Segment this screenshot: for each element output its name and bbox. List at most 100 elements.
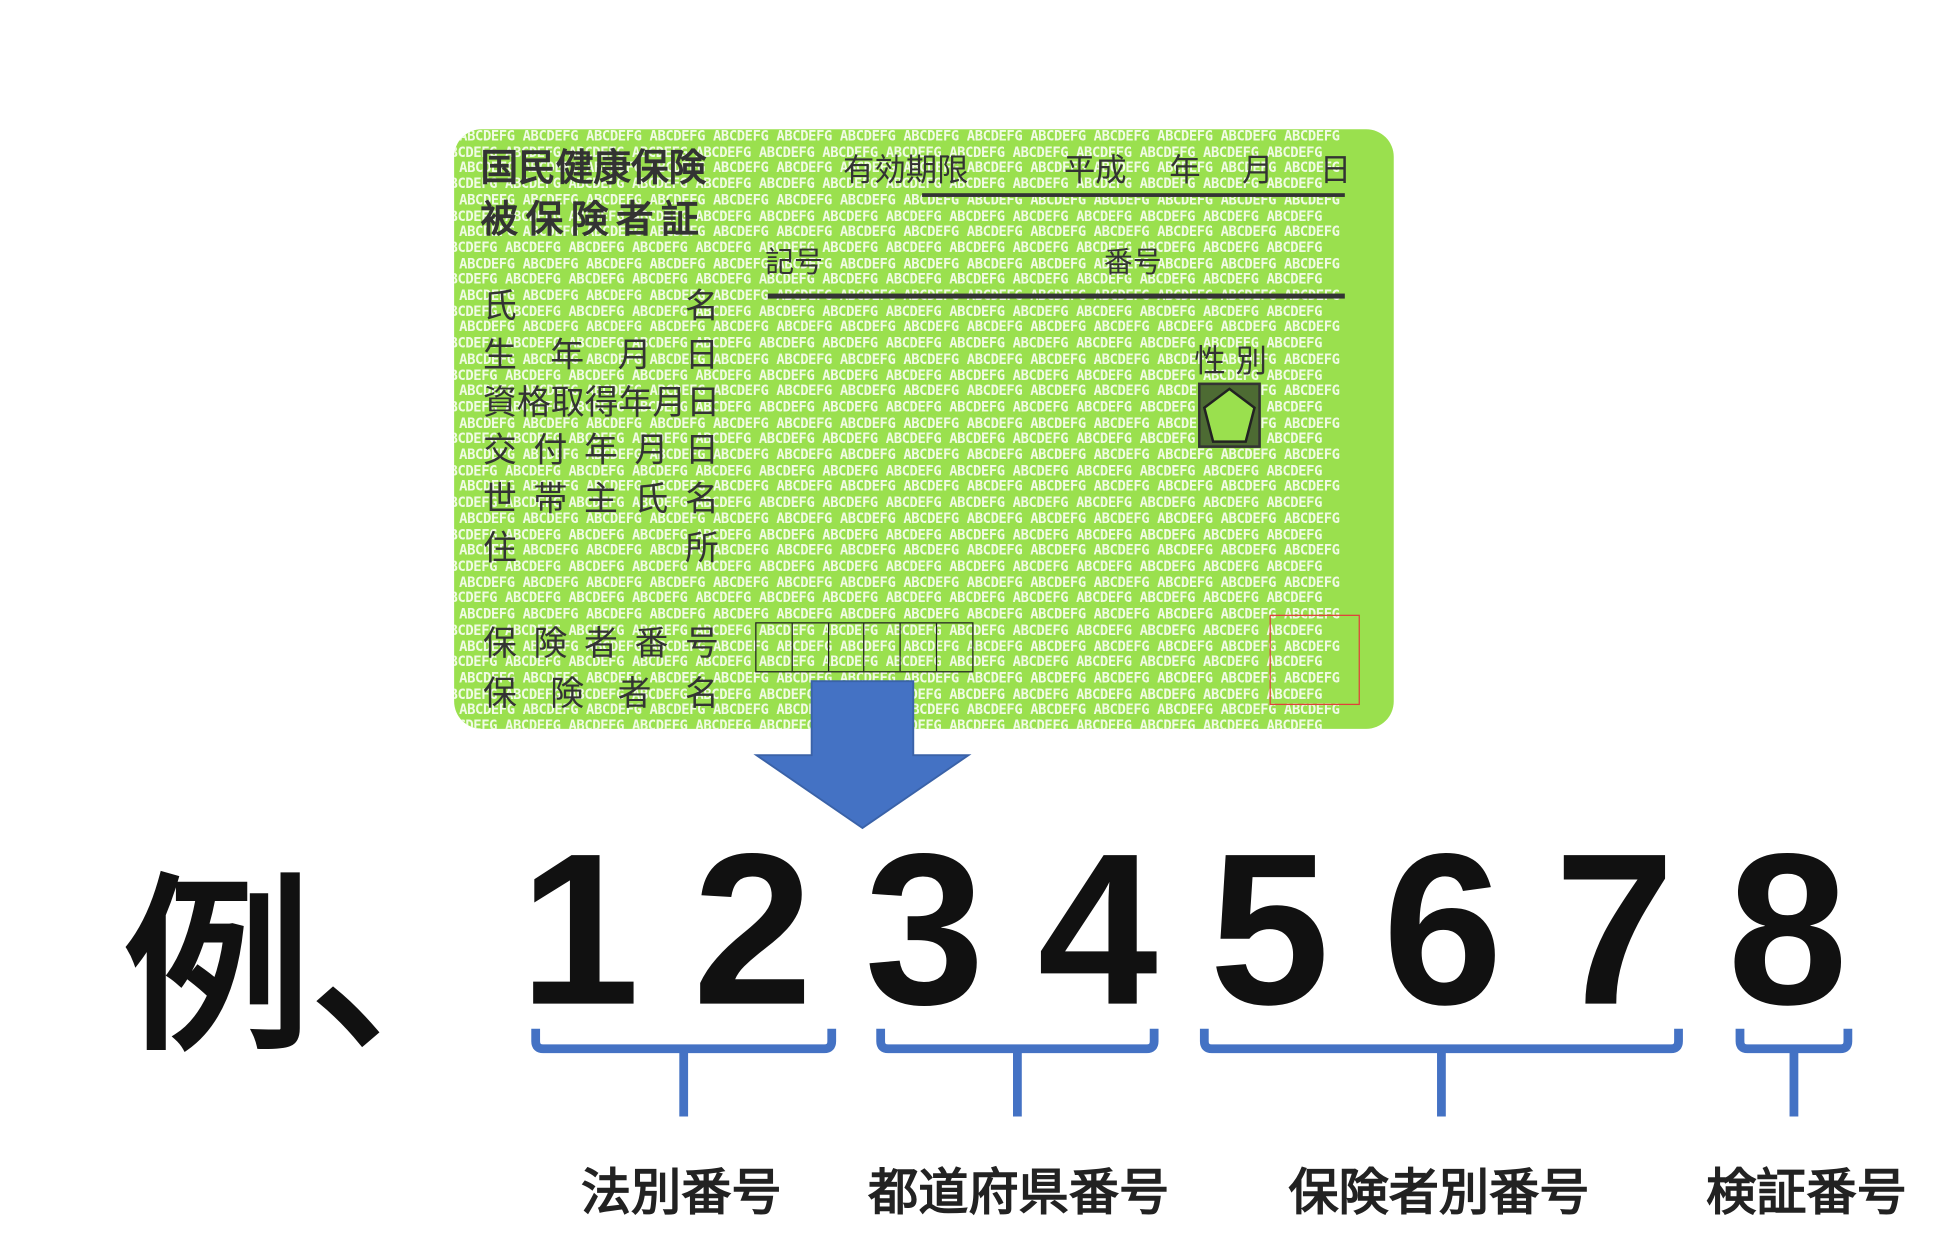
field-char: 付 (533, 431, 568, 471)
group-label: 保険者別番号 (1288, 1164, 1590, 1222)
pattern-row: ABCDEFG ABCDEFG ABCDEFG ABCDEFG ABCDEFG … (459, 542, 1340, 559)
month-label: 月 (1241, 151, 1274, 189)
card-field-label: 生年月日 (483, 339, 719, 373)
pattern-row: ABCDEFG ABCDEFG ABCDEFG ABCDEFG ABCDEFG … (459, 606, 1340, 623)
pattern-row: ABCDEFG ABCDEFG ABCDEFG ABCDEFG ABCDEFG … (454, 207, 1323, 224)
field-char: 年 (583, 431, 618, 471)
card-title-line2: 被保険者証 (480, 198, 707, 243)
number-label: 番号 (1103, 247, 1162, 280)
group-label: 検証番号 (1706, 1164, 1907, 1222)
pattern-row: ABCDEFG ABCDEFG ABCDEFG ABCDEFG ABCDEFG … (459, 574, 1340, 591)
pattern-row: ABCDEFG ABCDEFG ABCDEFG ABCDEFG ABCDEFG … (454, 175, 1323, 193)
day-label: 日 (1319, 151, 1352, 189)
pattern-row: ABCDEFG ABCDEFG ABCDEFG ABCDEFG ABCDEFG … (454, 653, 1323, 671)
pattern-row: ABCDEFG ABCDEFG ABCDEFG ABCDEFG ABCDEFG … (454, 462, 1323, 479)
card-field-label: 資格取得年月日 (482, 383, 721, 423)
group-bracket (876, 1028, 1159, 1117)
group-label: 法別番号 (580, 1164, 782, 1222)
pattern-row: ABCDEFG ABCDEFG ABCDEFG ABCDEFG ABCDEFG … (454, 590, 1323, 607)
field-char: 主 (583, 480, 618, 520)
field-char: 年 (550, 336, 585, 376)
example-digit: 6 (1382, 809, 1503, 1051)
group-brackets (531, 1028, 1853, 1117)
pattern-row: ABCDEFG ABCDEFG ABCDEFG ABCDEFG ABCDEFG … (459, 159, 1340, 177)
card-title-line1: 国民健康保険 (480, 146, 707, 191)
example-digit: 2 (692, 809, 813, 1051)
example-digit: 3 (864, 809, 985, 1051)
pattern-row: ABCDEFG ABCDEFG ABCDEFG ABCDEFG ABCDEFG … (454, 271, 1323, 288)
pattern-row: ABCDEFG ABCDEFG ABCDEFG ABCDEFG ABCDEFG … (459, 319, 1340, 336)
pattern-row: ABCDEFG ABCDEFG ABCDEFG ABCDEFG ABCDEFG … (459, 669, 1340, 687)
pattern-row: ABCDEFG ABCDEFG ABCDEFG ABCDEFG ABCDEFG … (459, 223, 1340, 240)
field-char: 所 (684, 529, 719, 569)
field-char: 名 (684, 674, 719, 714)
pattern-row: ABCDEFG ABCDEFG ABCDEFG ABCDEFG ABCDEFG … (454, 143, 1323, 161)
card-field-label: 世帯主氏名 (483, 483, 719, 517)
field-char: 名 (684, 287, 719, 327)
field-char: 帯 (533, 480, 568, 520)
expiry-label: 有効期限 (843, 151, 969, 189)
example-digit: 8 (1727, 809, 1848, 1051)
pattern-row: ABCDEFG ABCDEFG ABCDEFG ABCDEFG ABCDEFG … (454, 239, 1323, 256)
pattern-row: ABCDEFG ABCDEFG ABCDEFG ABCDEFG ABCDEFG … (454, 430, 1323, 448)
insurer-number-label: 保険者番号 (483, 627, 719, 661)
card-field-label: 住所 (483, 532, 719, 566)
field-char: 者 (617, 674, 652, 714)
seal-box (1269, 614, 1360, 706)
insurance-card: ABCDEFG ABCDEFG ABCDEFG ABCDEFG ABCDEFG … (454, 129, 1394, 729)
pattern-row: ABCDEFG ABCDEFG ABCDEFG ABCDEFG ABCDEFG … (459, 510, 1340, 527)
expiry-underline (922, 193, 1345, 197)
field-char: 生 (482, 336, 517, 376)
pattern-row: ABCDEFG ABCDEFG ABCDEFG ABCDEFG ABCDEFG … (454, 398, 1323, 416)
field-char: 日 (684, 336, 719, 376)
pattern-row: ABCDEFG ABCDEFG ABCDEFG ABCDEFG ABCDEFG … (454, 558, 1323, 575)
pentagon-icon (1202, 387, 1256, 443)
pattern-row: ABCDEFG ABCDEFG ABCDEFG ABCDEFG ABCDEFG … (459, 129, 1340, 145)
pattern-row: ABCDEFG ABCDEFG ABCDEFG ABCDEFG ABCDEFG … (454, 494, 1323, 511)
era-label: 平成 (1063, 151, 1127, 189)
group-bracket (1735, 1028, 1853, 1117)
pattern-row: ABCDEFG ABCDEFG ABCDEFG ABCDEFG ABCDEFG … (459, 255, 1340, 272)
field-char: 険 (533, 624, 568, 664)
card-field-label: 氏名 (483, 290, 719, 324)
pattern-row: ABCDEFG ABCDEFG ABCDEFG ABCDEFG ABCDEFG … (459, 446, 1340, 463)
pattern-row: ABCDEFG ABCDEFG ABCDEFG ABCDEFG ABCDEFG … (459, 414, 1340, 432)
pattern-row: ABCDEFG ABCDEFG ABCDEFG ABCDEFG ABCDEFG … (454, 526, 1323, 543)
pattern-row: ABCDEFG ABCDEFG ABCDEFG ABCDEFG ABCDEFG … (454, 621, 1323, 639)
sex-label: 性 別 (1194, 342, 1267, 379)
symbol-label: 記号 (765, 247, 823, 280)
example-digit: 5 (1209, 809, 1330, 1051)
pattern-row: ABCDEFG ABCDEFG ABCDEFG ABCDEFG ABCDEFG … (459, 478, 1340, 495)
card-field-label: 交付年月日 (483, 434, 719, 468)
pattern-row: ABCDEFG ABCDEFG ABCDEFG ABCDEFG ABCDEFG … (459, 351, 1340, 368)
field-char: 氏 (634, 480, 669, 520)
example-digit: 7 (1554, 809, 1675, 1051)
field-char: 月 (634, 431, 669, 471)
group-label: 都道府県番号 (868, 1164, 1170, 1222)
field-char: 者 (583, 624, 618, 664)
symbol-number-underline (767, 293, 1345, 299)
field-char: 世 (482, 480, 517, 520)
field-char: 保 (482, 624, 517, 664)
pattern-row: ABCDEFG ABCDEFG ABCDEFG ABCDEFG ABCDEFG … (459, 382, 1340, 400)
field-char: 資格取得年月日 (482, 383, 721, 423)
field-char: 番 (634, 624, 669, 664)
field-char: 住 (482, 529, 517, 569)
pattern-row: ABCDEFG ABCDEFG ABCDEFG ABCDEFG ABCDEFG … (454, 303, 1323, 320)
field-char: 険 (550, 674, 585, 714)
field-char: 日 (684, 431, 719, 471)
field-char: 交 (482, 431, 517, 471)
pattern-row: ABCDEFG ABCDEFG ABCDEFG ABCDEFG ABCDEFG … (454, 367, 1323, 384)
insurer-name-label: 保険者名 (483, 677, 719, 711)
sex-pentagon-box (1198, 382, 1261, 448)
pattern-row: ABCDEFG ABCDEFG ABCDEFG ABCDEFG ABCDEFG … (454, 335, 1323, 352)
example-digit: 4 (1037, 809, 1158, 1051)
group-bracket (1199, 1028, 1683, 1117)
field-char: 月 (617, 336, 652, 376)
field-char: 保 (482, 674, 517, 714)
field-char: 氏 (482, 287, 517, 327)
field-char: 名 (684, 480, 719, 520)
field-char: 号 (684, 624, 719, 664)
example-prefix: 例、 (122, 859, 500, 1078)
